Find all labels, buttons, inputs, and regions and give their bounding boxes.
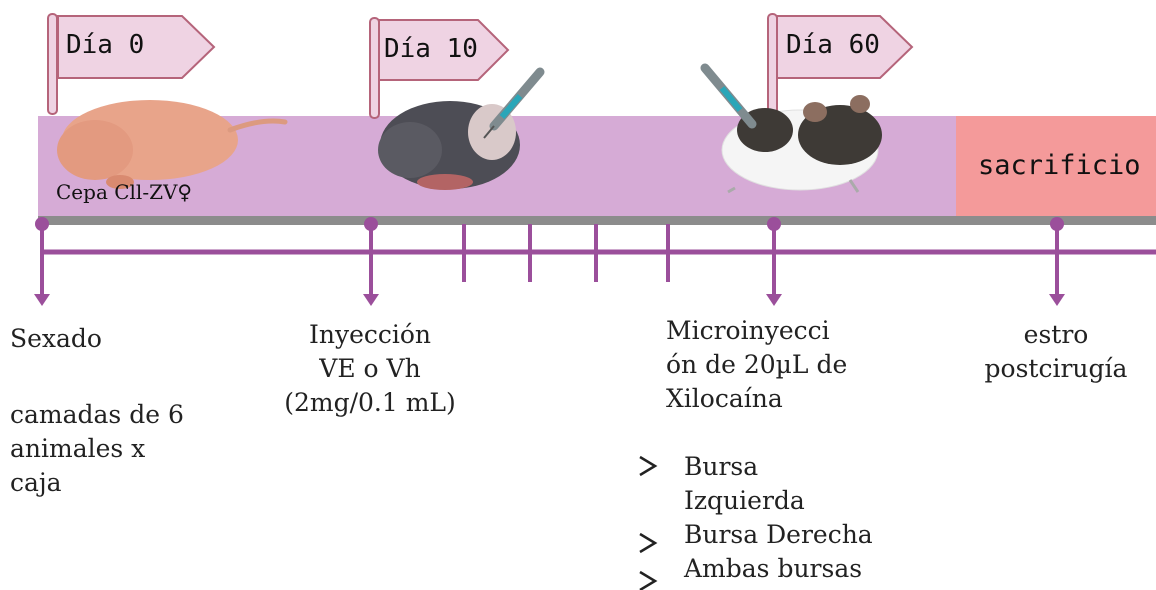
- sacrifice-band: [956, 116, 1156, 216]
- band-shadow: [38, 216, 1156, 225]
- sexado-detail: camadas de 6 animales x caja: [10, 398, 184, 500]
- newborn-mouse-image: [57, 100, 288, 189]
- flag-day-10: [369, 17, 510, 119]
- bullet-list: Bursa Izquierda Bursa Derecha Ambas burs…: [684, 450, 873, 586]
- inyeccion-line: Inyección: [308, 320, 432, 349]
- sexado-detail-line: caja: [10, 468, 62, 497]
- microinyeccion-line: Xilocaína: [666, 384, 783, 413]
- event-marker-inyeccion: [363, 217, 379, 306]
- adult-mouse-image: [721, 95, 882, 194]
- flag-label-day-60: Día 60: [786, 30, 880, 60]
- bullet-line: Bursa: [684, 452, 759, 481]
- flag-day-0: [47, 13, 216, 115]
- bullet-arrow-icons: [639, 455, 658, 590]
- flag-label-day-10: Día 10: [384, 34, 478, 64]
- inyeccion-line: (2mg/0.1 mL): [284, 388, 456, 417]
- sacrifice-label: sacrificio: [978, 150, 1141, 181]
- strain-label: Cepa Cll-ZV♀: [56, 180, 193, 204]
- flag-day-60: [767, 13, 914, 115]
- sexado-title: Sexado: [10, 324, 102, 353]
- estro-line: estro: [1023, 320, 1089, 349]
- syringe-icon: [483, 67, 545, 139]
- microinyeccion-label: Microinyecci ón de 20µL de Xilocaína: [666, 314, 847, 416]
- inyeccion-label: Inyección VE o Vh (2mg/0.1 mL): [250, 318, 490, 420]
- event-marker-sexado: [34, 217, 50, 306]
- bullet-item-bursa-izquierda: Bursa Izquierda: [684, 450, 873, 518]
- bullet-item-bursa-derecha: Bursa Derecha: [684, 520, 873, 549]
- flag-label-day-0: Día 0: [66, 30, 145, 60]
- microinyeccion-line: Microinyecci: [666, 316, 830, 345]
- bullet-item-ambas-bursas: Ambas bursas: [684, 554, 863, 583]
- sexado-detail-line: camadas de 6: [10, 400, 184, 429]
- event-marker-estro: [1049, 217, 1065, 306]
- estro-label: estro postcirugía: [956, 318, 1156, 386]
- inyeccion-line: VE o Vh: [319, 354, 421, 383]
- syringe-icon: [700, 63, 757, 129]
- bullet-line: Izquierda: [684, 486, 805, 515]
- timeline-ticks: [462, 224, 670, 282]
- microinyeccion-line: ón de 20µL de: [666, 350, 848, 379]
- event-marker-microinyeccion: [766, 217, 782, 306]
- estro-line: postcirugía: [984, 354, 1128, 383]
- sexado-detail-line: animales x: [10, 434, 146, 463]
